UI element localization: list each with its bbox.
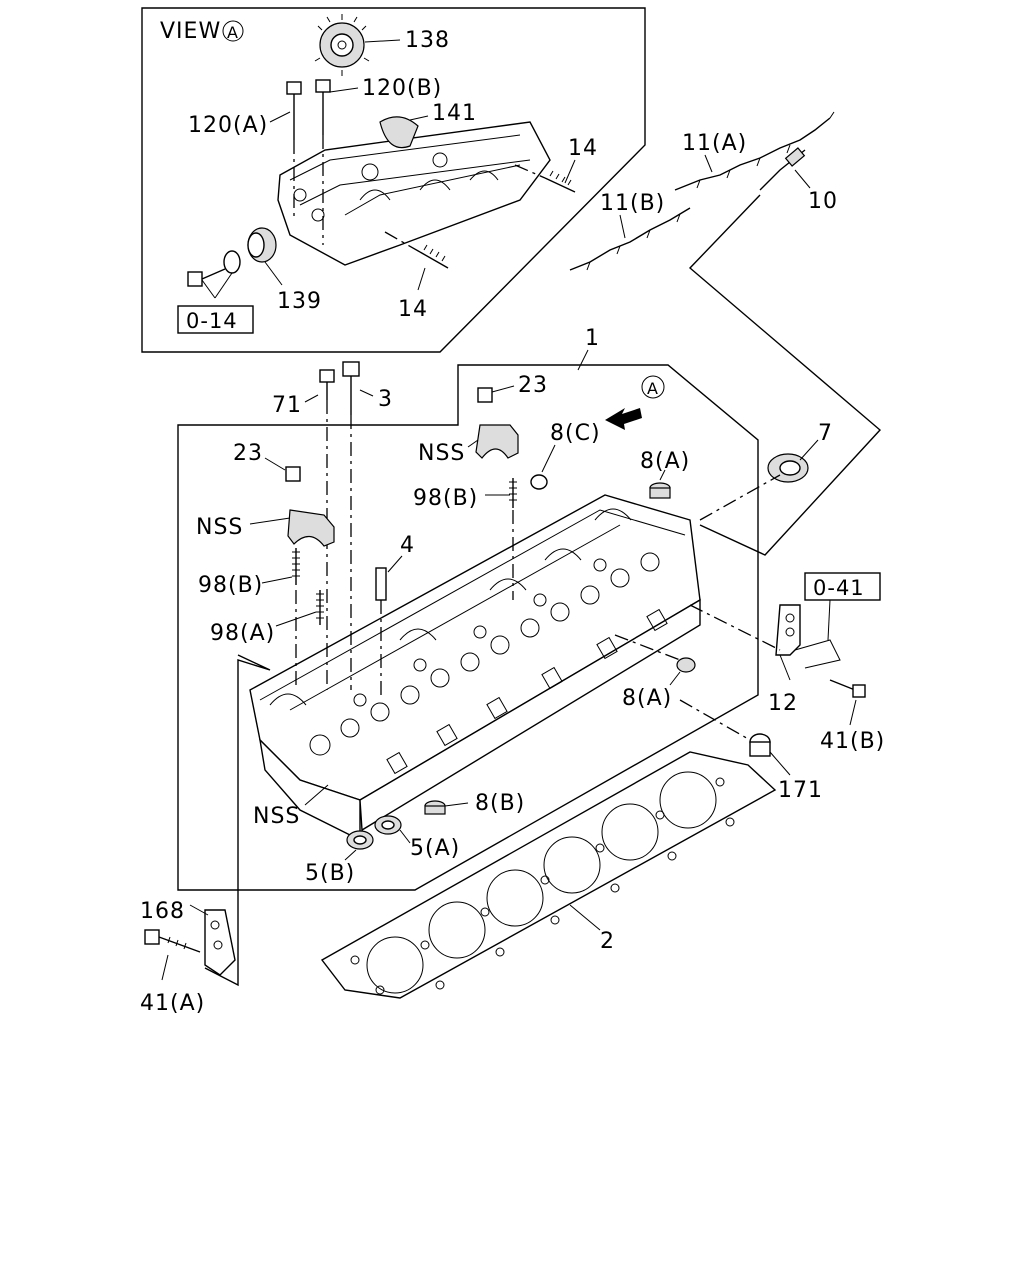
- label-8c: 8(C): [550, 421, 601, 446]
- label-8a-mid: 8(A): [622, 686, 672, 711]
- label-168: 168: [140, 899, 185, 924]
- label-14-bottom: 14: [398, 297, 428, 322]
- label-nss-bottom: NSS: [253, 804, 300, 829]
- stud-98a: [316, 590, 324, 625]
- label-nss-left: NSS: [196, 515, 243, 540]
- plug-8a-mid: [676, 657, 696, 673]
- ref-box-o14: [177, 305, 254, 334]
- view-a-inset: VIEW A 138: [141, 7, 646, 353]
- label-120a: 120(A): [188, 113, 268, 138]
- cap-141: [379, 116, 419, 149]
- seal-7: [767, 453, 809, 483]
- nut-23-right: [477, 387, 493, 403]
- plug-8c: [530, 474, 548, 490]
- label-nss-top: NSS: [418, 441, 465, 466]
- direction-arrow-icon: [605, 408, 642, 430]
- stud-98b-right: [509, 478, 517, 600]
- stud-14-bottom: [384, 231, 449, 269]
- label-98b-right: 98(B): [413, 486, 478, 511]
- label-71: 71: [272, 393, 302, 418]
- bolt-120b: [315, 79, 331, 245]
- bolt-41a: [144, 929, 201, 953]
- label-11b: 11(B): [600, 191, 665, 216]
- plug-8b: [424, 800, 446, 815]
- bearing-cap-nss-left: [287, 509, 335, 547]
- label-138: 138: [405, 28, 450, 53]
- stud-14-top: [514, 164, 576, 193]
- harness-group: 11(A) 11(B) 10: [569, 111, 882, 556]
- sleeve-171: [749, 733, 771, 757]
- gear-138: [314, 14, 370, 76]
- label-12: 12: [768, 691, 798, 716]
- marker-a-circle: [641, 375, 665, 399]
- bracket-168: [204, 909, 236, 976]
- label-3: 3: [378, 387, 393, 412]
- bolt-120a: [286, 81, 302, 220]
- label-23-left: 23: [233, 441, 263, 466]
- bracket-12: [775, 604, 841, 669]
- label-1: 1: [585, 326, 600, 351]
- seal-5b: [346, 830, 374, 850]
- ref-o41: 0-41: [813, 576, 865, 600]
- label-98b-left: 98(B): [198, 573, 263, 598]
- cylinder-head: [249, 494, 701, 842]
- inset-head-body: [277, 121, 551, 266]
- label-41a: 41(A): [140, 991, 205, 1016]
- view-label: VIEW: [160, 19, 221, 44]
- label-120b: 120(B): [362, 76, 442, 101]
- plug-8a-top: [649, 482, 671, 499]
- bolt-3: [342, 361, 360, 690]
- label-171: 171: [778, 778, 823, 803]
- bearing-cap-nss-top: [475, 424, 519, 459]
- harness-leader: [688, 194, 882, 556]
- label-141: 141: [432, 101, 477, 126]
- marker-a: A: [647, 379, 659, 398]
- label-8a-top: 8(A): [640, 449, 690, 474]
- washer: [223, 250, 241, 274]
- ref-o14: 0-14: [186, 309, 238, 333]
- label-11a: 11(A): [682, 131, 747, 156]
- nut-23-left: [285, 466, 301, 482]
- label-98a: 98(A): [210, 621, 275, 646]
- idler-139: [247, 227, 277, 263]
- view-marker-circle: [222, 20, 244, 42]
- bracket-168-leader: [204, 654, 271, 987]
- main-assembly-frame: [177, 364, 759, 891]
- label-41b: 41(B): [820, 729, 885, 754]
- glow-plug-10: [759, 147, 806, 191]
- inset-frame: [141, 7, 646, 353]
- bolt-o14: [187, 268, 226, 287]
- label-8b: 8(B): [475, 791, 525, 816]
- label-14-top: 14: [568, 136, 598, 161]
- label-4: 4: [400, 533, 415, 558]
- head-gasket-2: [320, 751, 777, 999]
- view-marker: A: [227, 23, 239, 42]
- label-7: 7: [818, 421, 833, 446]
- label-10: 10: [808, 189, 838, 214]
- label-5a: 5(A): [410, 836, 460, 861]
- label-2: 2: [600, 929, 615, 954]
- ref-box-o41: [804, 572, 881, 601]
- label-139: 139: [277, 289, 322, 314]
- seal-5a: [374, 815, 402, 835]
- dowel-pin-4: [375, 567, 387, 700]
- bolt-41b: [829, 679, 866, 698]
- harness-11b: [569, 207, 691, 271]
- stud-98b-left: [292, 548, 300, 690]
- label-5b: 5(B): [305, 861, 355, 886]
- label-23-right: 23: [518, 373, 548, 398]
